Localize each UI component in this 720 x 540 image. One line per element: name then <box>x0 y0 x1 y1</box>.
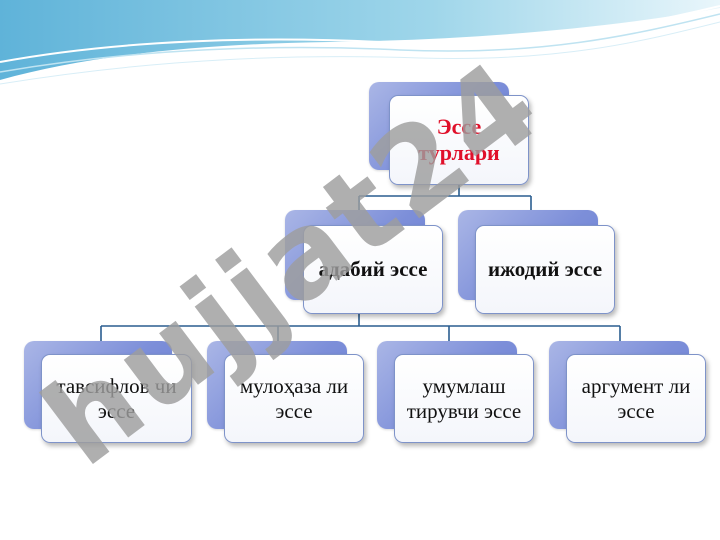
ijodiy-node-label: ижодий эссе <box>475 225 615 314</box>
umumlash-node-label: умумлаш тирувчи эссе <box>394 354 534 443</box>
argument-node-label: аргумент ли эссе <box>566 354 706 443</box>
root-node-label: Эссе турлари <box>389 95 529 185</box>
header-wave-decoration <box>0 0 720 85</box>
mulohaza-node-label: мулоҳаза ли эссе <box>224 354 364 443</box>
adabiy-node-label: адабий эссе <box>303 225 443 314</box>
tavsif-node-label: тавсифлов чи эссе <box>41 354 192 443</box>
